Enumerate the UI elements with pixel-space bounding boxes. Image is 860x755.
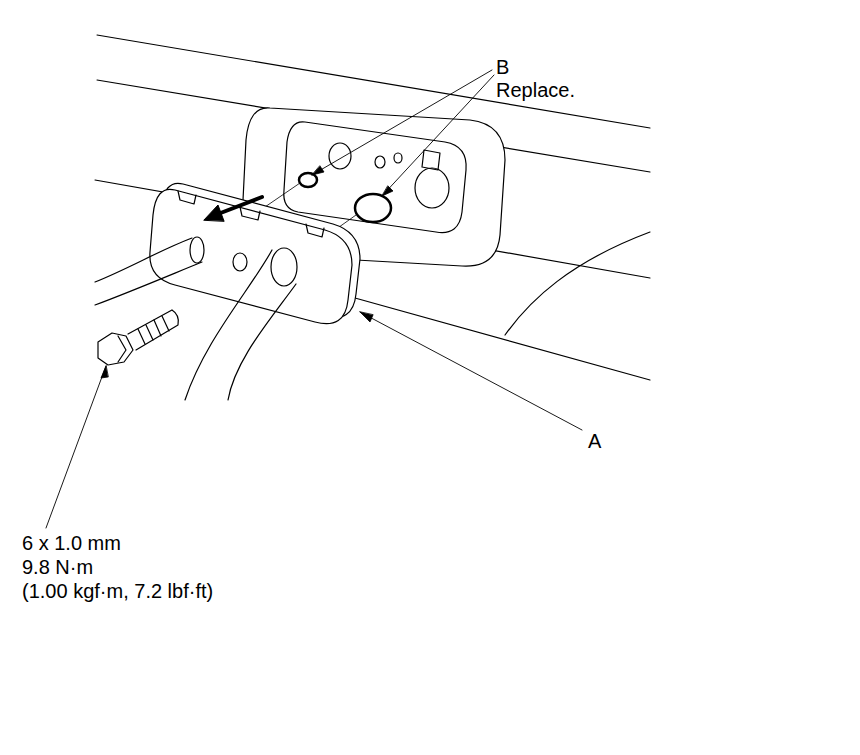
pipe xyxy=(271,248,297,286)
leader-line xyxy=(46,366,106,528)
flange-plate xyxy=(150,189,352,323)
frame-rail xyxy=(355,298,650,380)
dimension-text: 6 x 1.0 mm xyxy=(22,532,121,555)
leader-head xyxy=(312,166,324,175)
pipe xyxy=(190,237,204,263)
flange-plate xyxy=(233,253,247,271)
flange-plate xyxy=(178,191,196,204)
port-holes xyxy=(394,153,402,163)
frame-rail xyxy=(505,232,650,335)
pipe xyxy=(95,237,297,400)
pipe xyxy=(228,284,296,400)
port-holes xyxy=(375,156,385,168)
pipe xyxy=(95,238,192,282)
port-holes xyxy=(329,143,351,169)
o-ring xyxy=(299,173,317,187)
leader-head xyxy=(101,366,108,378)
flange-plate xyxy=(306,224,324,237)
pipe xyxy=(185,250,272,400)
leader-head xyxy=(101,166,393,378)
torque-text: 9.8 N·m xyxy=(22,556,93,579)
leader-line xyxy=(382,75,494,196)
frame-rail xyxy=(95,35,650,380)
port-holes xyxy=(422,150,440,170)
leader-head xyxy=(360,312,373,322)
port-holes xyxy=(415,168,449,208)
leader-line xyxy=(312,70,492,175)
flange-plate xyxy=(240,207,260,220)
callout-letter: B xyxy=(496,56,509,79)
bolt xyxy=(128,310,178,350)
leader-line xyxy=(46,70,582,528)
o-ring xyxy=(299,173,391,222)
o-ring xyxy=(355,194,391,222)
port-holes xyxy=(329,143,449,208)
note-text: Replace. xyxy=(496,79,575,102)
bolt xyxy=(118,336,126,362)
leader-head xyxy=(382,186,393,196)
direction-arrow xyxy=(204,205,224,221)
leader-line xyxy=(360,312,582,430)
direction-arrow xyxy=(218,197,262,214)
bolt xyxy=(138,316,169,344)
flange-plate xyxy=(150,183,360,323)
pipe xyxy=(95,262,202,305)
torque-text: (1.00 kgf·m, 7.2 lbf·ft) xyxy=(22,580,213,603)
bolt xyxy=(98,310,178,365)
bolt xyxy=(98,333,133,365)
direction-arrow xyxy=(204,197,262,221)
callout-letter: A xyxy=(588,430,601,453)
